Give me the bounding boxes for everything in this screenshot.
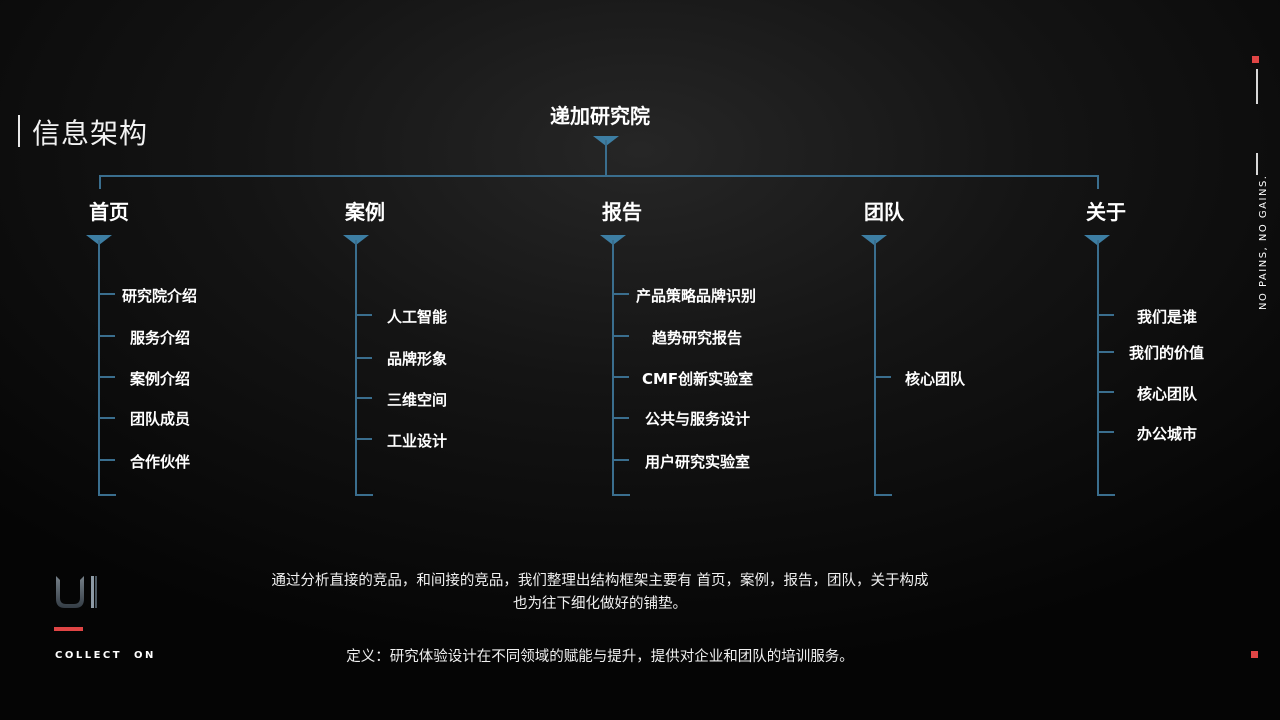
category-spine <box>355 240 357 496</box>
list-item: CMF创新实验室 <box>642 370 754 388</box>
list-item: 核心团队 <box>1137 385 1198 403</box>
list-item: 服务介绍 <box>130 329 191 347</box>
ui-logo-icon <box>54 574 100 610</box>
logo-caption: COLLECT ON <box>55 650 156 661</box>
description-line-2: 也为往下细化做好的铺垫。 <box>513 596 687 612</box>
branch-tick <box>1098 351 1114 353</box>
spine-end <box>612 494 630 496</box>
branch-tick <box>99 293 115 295</box>
branch-tick <box>356 438 372 440</box>
spine-end <box>1097 494 1115 496</box>
spine-end <box>98 494 116 496</box>
sidebar-divider-top <box>1256 69 1258 104</box>
list-item: 趋势研究报告 <box>652 329 743 347</box>
branch-tick <box>356 397 372 399</box>
spine-end <box>355 494 373 496</box>
root-stem <box>605 140 607 176</box>
list-item: 合作伙伴 <box>130 453 191 471</box>
description-line-1: 通过分析直接的竞品，和间接的竞品，我们整理出结构框架主要有 首页，案例，报告，团… <box>271 573 929 589</box>
list-item: 人工智能 <box>387 308 448 326</box>
right-drop <box>1097 175 1099 189</box>
sidebar-divider-middle <box>1256 153 1258 175</box>
list-item: 我们的价值 <box>1129 344 1205 362</box>
branch-tick <box>613 376 629 378</box>
category-label: 团队 <box>864 200 904 224</box>
branch-tick <box>99 417 115 419</box>
left-drop <box>99 175 101 189</box>
branch-tick <box>1098 431 1114 433</box>
vertical-slogan: NO PAINS, NO GAINS. <box>1258 174 1269 310</box>
category-label: 关于 <box>1086 200 1126 224</box>
list-item: 案例介绍 <box>130 370 191 388</box>
category-label: 报告 <box>602 200 642 224</box>
category-spine <box>1097 240 1099 496</box>
category-spine <box>874 240 876 496</box>
category-spine <box>98 240 100 496</box>
branch-tick <box>1098 314 1114 316</box>
list-item: 我们是谁 <box>1137 308 1198 326</box>
definition-text: 定义：研究体验设计在不同领域的赋能与提升，提供对企业和团队的培训服务。 <box>346 649 854 665</box>
branch-tick <box>1098 391 1114 393</box>
branch-tick <box>613 293 629 295</box>
branch-tick <box>613 459 629 461</box>
branch-tick <box>99 376 115 378</box>
list-item: 团队成员 <box>130 410 191 428</box>
list-item: 公共与服务设计 <box>645 410 751 428</box>
branch-tick <box>875 376 891 378</box>
list-item: 品牌形象 <box>387 350 448 368</box>
title-accent-bar <box>18 115 20 147</box>
branch-tick <box>99 335 115 337</box>
list-item: 研究院介绍 <box>122 287 198 305</box>
category-spine <box>612 240 614 496</box>
list-item: 产品策略品牌识别 <box>636 287 757 305</box>
bottom-red-marker-icon <box>1251 651 1258 658</box>
horizontal-connector <box>99 175 1099 177</box>
branch-tick <box>356 314 372 316</box>
top-red-marker-icon <box>1252 56 1259 63</box>
category-label: 首页 <box>89 200 129 224</box>
branch-tick <box>99 459 115 461</box>
list-item: 工业设计 <box>387 432 448 450</box>
branch-tick <box>613 417 629 419</box>
list-item: 用户研究实验室 <box>645 453 751 471</box>
list-item: 三维空间 <box>387 391 448 409</box>
list-item: 核心团队 <box>905 370 966 388</box>
branch-tick <box>613 335 629 337</box>
category-label: 案例 <box>345 200 385 224</box>
root-node-label: 递加研究院 <box>550 104 650 128</box>
branch-tick <box>356 357 372 359</box>
logo-red-bar <box>54 627 83 631</box>
list-item: 办公城市 <box>1137 425 1198 443</box>
page-title: 信息架构 <box>32 117 149 150</box>
spine-end <box>874 494 892 496</box>
